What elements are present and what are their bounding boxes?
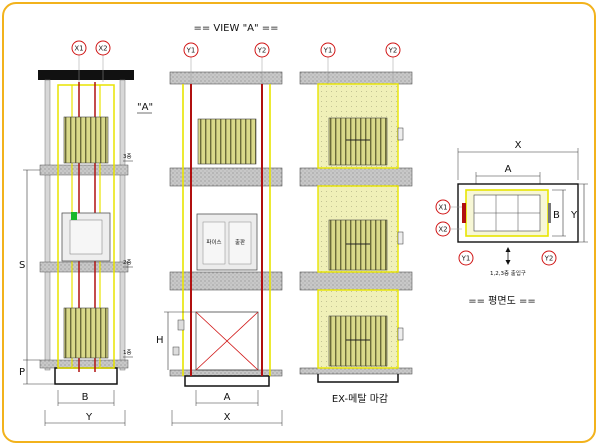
dim-x-label: X [224, 412, 231, 423]
svg-text:X1: X1 [74, 45, 83, 53]
top-slab [38, 70, 134, 80]
svg-text:X1: X1 [438, 204, 447, 212]
pit [54, 367, 118, 385]
view-a-marker: "A" [137, 102, 153, 113]
svg-text:Y2: Y2 [388, 47, 398, 55]
floor-label-3: 3층 [123, 152, 132, 160]
floor-slab-3 [39, 164, 129, 176]
floor-label-1: 1층 [123, 348, 132, 356]
svg-text:Y2: Y2 [544, 255, 554, 263]
plan-view: X A B Y 1,2,3층 출입구 == 평면도 == [457, 140, 588, 307]
plan-dim-b-label: B [553, 210, 560, 221]
axis-marker-y2-view: Y2 [254, 42, 270, 58]
dim-p-label: P [19, 367, 25, 378]
dim-a-label: A [224, 392, 231, 403]
floor-slab-2 [39, 261, 129, 273]
door-floor-3 [63, 116, 109, 164]
plan-dim-a-label: A [505, 164, 512, 175]
dim-y-label: Y [85, 412, 93, 423]
plan-dim-x-label: X [515, 140, 522, 151]
svg-text:X2: X2 [98, 45, 107, 53]
plan-dim-y-label: Y [570, 210, 578, 221]
ex-metal-elevation: EX-메탈 마감 [299, 56, 413, 405]
svg-text:Y1: Y1 [461, 255, 471, 263]
ex-metal-caption: EX-메탈 마감 [332, 392, 388, 405]
axis-marker-x2-plan: X2 [435, 221, 451, 237]
plan-title: == 평면도 == [468, 295, 535, 307]
axis-marker-y1-ex: Y1 [320, 42, 336, 58]
svg-text:Y1: Y1 [323, 47, 333, 55]
axis-marker-y2-ex: Y2 [385, 42, 401, 58]
dim-b-label: B [82, 392, 89, 403]
call-button [71, 212, 77, 220]
axis-marker-y1-plan: Y1 [458, 250, 474, 266]
axis-marker-y2-plan: Y2 [541, 250, 557, 266]
axis-marker-x1: X1 [71, 40, 87, 56]
dim-h-label: H [156, 335, 164, 346]
car-panel-right: 출판 [235, 238, 245, 246]
axis-marker-x2: X2 [95, 40, 111, 56]
plan-entrance-label: 1,2,3층 출입구 [490, 269, 526, 277]
crossed-opening [195, 311, 259, 371]
svg-text:X2: X2 [438, 226, 447, 234]
axis-marker-x1-plan: X1 [435, 199, 451, 215]
dim-s-label: S [19, 260, 25, 271]
view-a-elevation: 파이스 출판 H A X [156, 56, 283, 426]
view-a-title: == VIEW "A" == [193, 23, 278, 34]
car-panel-left: 파이스 [206, 238, 221, 246]
door-floor-1 [63, 307, 109, 359]
svg-text:Y2: Y2 [257, 47, 267, 55]
axis-marker-y1-view: Y1 [183, 42, 199, 58]
side-section: "A" 3층 2층 1층 S P B Y [19, 54, 153, 426]
svg-text:Y1: Y1 [186, 47, 196, 55]
floor-label-2: 2층 [123, 258, 132, 266]
